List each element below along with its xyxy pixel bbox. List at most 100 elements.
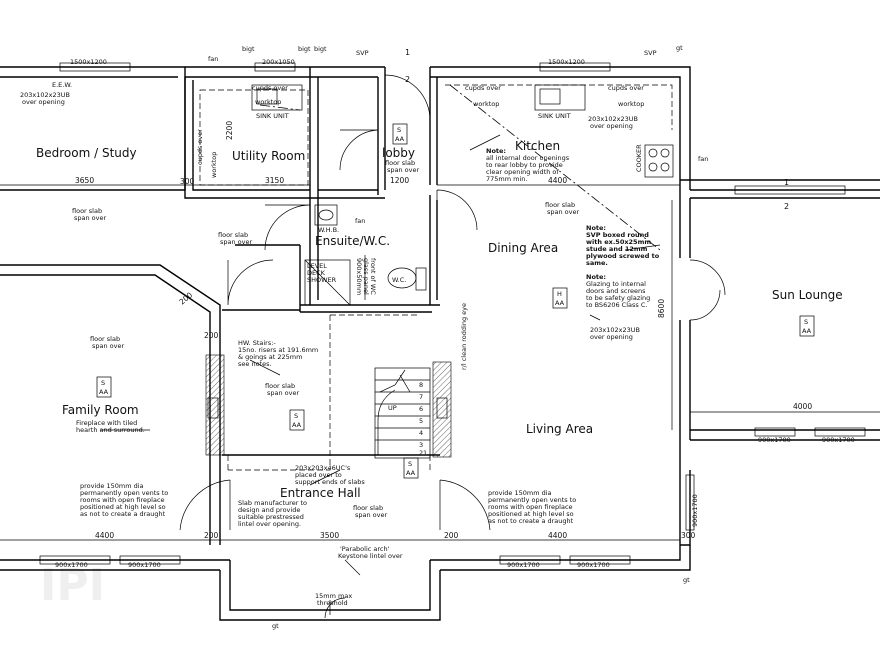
- label-section-mark: AA: [99, 388, 109, 396]
- label-eew: E.E.W.: [52, 81, 72, 89]
- label-svp: SVP: [644, 49, 657, 57]
- label-rodding-eye: r/l clean rodding eye: [460, 303, 468, 370]
- label-vent-note: rooms with open fireplace: [488, 503, 573, 511]
- window-label: 900x1700: [577, 561, 610, 569]
- label-note: doors and screens: [586, 287, 646, 295]
- label-note: Glazing to internal: [586, 280, 646, 288]
- label-stairs-note: see notes.: [238, 360, 272, 368]
- label-note: Note:: [586, 224, 606, 232]
- room-dining: Dining Area: [488, 241, 558, 255]
- label-bigt: bigt: [242, 45, 255, 53]
- room-bedroom: Bedroom / Study: [36, 146, 137, 160]
- dim-bedroom-width: 3650: [75, 176, 94, 185]
- dimensions: 3650 3150 1200 4400 2200 4000 8600 4400 …: [0, 121, 880, 541]
- label-note: Note:: [486, 147, 506, 155]
- label-vent-note: as not to create a draught: [80, 510, 166, 518]
- label-cupds: cupds over: [252, 84, 288, 92]
- room-ensuite: Ensuite/W.C.: [315, 234, 390, 248]
- window-label: 200x1050: [262, 58, 295, 66]
- label-floor-slab: span over: [547, 208, 580, 216]
- label-lintel: 203x102x23UB: [590, 326, 640, 334]
- label-cupds: cupds over: [465, 84, 501, 92]
- label-floor-slab: floor slab: [265, 382, 295, 390]
- window-label: 900x1700: [758, 436, 791, 444]
- label-section-mark: AA: [555, 299, 565, 307]
- label-floor-slab: span over: [267, 389, 300, 397]
- label-worktop: worktop: [618, 100, 644, 108]
- dim-wall-200d: 200: [178, 290, 195, 306]
- dim-wall-200c: 200: [204, 331, 219, 340]
- label-glass-panel: glass panel: [362, 258, 370, 295]
- label-section-mark: S: [408, 460, 412, 468]
- label-bigt: bigt: [298, 45, 311, 53]
- label-step-number: 8: [419, 381, 423, 389]
- label-step-number: 3: [419, 441, 423, 449]
- label-vent-note: rooms with open fireplace: [80, 496, 165, 504]
- label-floor-slab: floor slab: [218, 231, 248, 239]
- leader-lines: [100, 134, 661, 615]
- room-labels: Bedroom / Study Utility Room lobby Kitch…: [36, 139, 843, 500]
- label-beam: support ends of slabs: [295, 478, 365, 486]
- label-note: Note:: [586, 273, 606, 281]
- hidden-lines: [199, 84, 673, 471]
- room-sun-lounge: Sun Lounge: [772, 288, 843, 302]
- label-step-number: 5: [419, 417, 423, 425]
- label-section-mark: AA: [292, 421, 302, 429]
- label-floor-slab: span over: [92, 342, 125, 350]
- label-lintel: over opening: [22, 98, 65, 106]
- door-swings: [179, 74, 726, 619]
- label-wc: W.C.: [392, 276, 406, 284]
- room-utility: Utility Room: [232, 149, 305, 163]
- dim-hall-width: 3500: [320, 531, 339, 540]
- label-note: to be safety glazing: [586, 294, 650, 302]
- window-label: 1500x1200: [548, 58, 585, 66]
- label-arch: Keystone lintel over: [338, 552, 403, 560]
- label-floor-slab: span over: [74, 214, 107, 222]
- label-stairs-note: & goings at 225mm: [238, 353, 302, 361]
- label-note: to rear lobby to provide: [486, 161, 563, 169]
- fixtures: [207, 84, 674, 419]
- dim-living-width: 4400: [548, 531, 567, 540]
- label-vent-note: as not to create a draught: [488, 517, 574, 525]
- label-vent-note: provide 150mm dia: [80, 482, 144, 490]
- dim-wall-300a: 300: [681, 531, 696, 540]
- window-label: 900x1700: [822, 436, 855, 444]
- dim-family-width: 4400: [95, 531, 114, 540]
- watermark-logo: IPI: [40, 560, 105, 611]
- label-gt: gt: [683, 576, 690, 584]
- label-slab-note: design and provide: [238, 506, 300, 514]
- label-stairs-note: HW. Stairs:-: [238, 339, 276, 347]
- label-floor-slab: floor slab: [385, 159, 415, 167]
- window-label: 900x1700: [55, 561, 88, 569]
- label-note: 775mm min.: [486, 175, 527, 183]
- staircase: [374, 367, 431, 459]
- label-step-number: 1: [423, 449, 427, 457]
- label-note: plywood screwed to: [586, 252, 660, 260]
- label-slab-note: suitable prestressed: [238, 513, 304, 521]
- annotations: bigt bigt bigt SVP SVP gt gt gt fan fan …: [20, 44, 815, 630]
- label-beam: 203x203x46UC's: [295, 464, 351, 472]
- label-floor-slab: span over: [387, 166, 420, 174]
- label-threshold: 15mm max: [315, 592, 352, 600]
- label-cooker: COOKER: [635, 144, 643, 172]
- internal-walls: [222, 67, 440, 456]
- label-vent-note: positioned at high level so: [488, 510, 574, 518]
- dim-kitchen-width: 4400: [548, 176, 567, 185]
- room-living: Living Area: [526, 422, 593, 436]
- label-bigt: bigt: [314, 45, 327, 53]
- label-section-mark: S: [294, 412, 298, 420]
- label-shower: DECK: [307, 269, 326, 277]
- label-note: clear opening width of: [486, 168, 559, 176]
- label-section-mark: S: [804, 318, 808, 326]
- label-arch: 'Parabolic arch': [340, 545, 390, 553]
- label-step-number: 4: [419, 429, 423, 437]
- window-labels: 1500x1200 200x1050 1500x1200 900x1700 90…: [55, 58, 855, 569]
- label-vent-note: positioned at high level so: [80, 503, 166, 511]
- label-stair-number: 1: [405, 48, 410, 57]
- label-worktop: worktop: [210, 152, 218, 178]
- label-beam: placed over to: [295, 471, 342, 479]
- label-lintel: 203x102x23UB: [20, 91, 70, 99]
- outer-walls: [0, 66, 880, 621]
- label-sink: SINK UNIT: [538, 112, 571, 120]
- label-gt: gt: [272, 622, 279, 630]
